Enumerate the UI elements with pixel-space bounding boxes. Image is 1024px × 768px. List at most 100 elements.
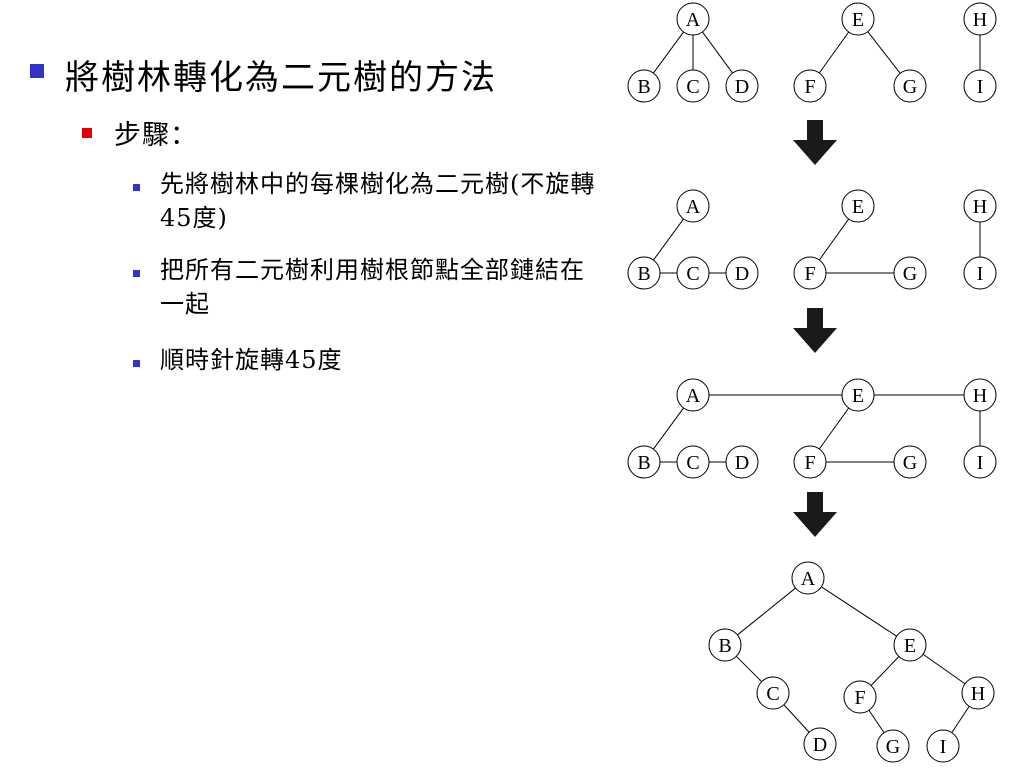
down-arrow-icon (793, 492, 837, 537)
node-label: F (854, 687, 865, 709)
node-circle (893, 628, 927, 662)
node-circle (893, 256, 927, 290)
subheading: 步驟： (114, 120, 198, 151)
node-circle (841, 2, 875, 36)
down-arrow-icon (793, 120, 837, 165)
step-bullet (133, 184, 140, 191)
node-I: I (963, 445, 997, 479)
node-label: H (973, 196, 987, 218)
node-circle (725, 256, 759, 290)
node-C: C (676, 69, 710, 103)
node-circle (676, 378, 710, 412)
node-label: D (735, 76, 749, 98)
node-G: G (893, 69, 927, 103)
node-D: D (803, 727, 837, 761)
step-1: 先將樹林中的每棵樹化為二元樹(不旋轉45度) (160, 170, 596, 232)
node-circle (841, 378, 875, 412)
node-circle (803, 727, 837, 761)
node-circle (791, 561, 825, 595)
node-circle (756, 676, 790, 710)
node-label: C (766, 683, 779, 705)
node-H: H (963, 2, 997, 36)
node-label: H (973, 9, 987, 31)
node-circle (676, 189, 710, 223)
step-bullet (133, 360, 140, 367)
node-label: E (852, 196, 864, 218)
node-circle (793, 445, 827, 479)
node-label: D (813, 734, 827, 756)
node-F: F (793, 69, 827, 103)
node-E: E (841, 378, 875, 412)
node-label: I (977, 263, 984, 285)
node-label: G (903, 452, 917, 474)
step-3: 順時針旋轉45度 (160, 346, 343, 374)
edge-A-B (737, 587, 796, 636)
node-G: G (893, 256, 927, 290)
node-circle (793, 69, 827, 103)
node-label: G (903, 263, 917, 285)
node-circle (725, 445, 759, 479)
node-D: D (725, 256, 759, 290)
node-label: E (852, 385, 864, 407)
node-B: B (627, 256, 661, 290)
edge-E-F (870, 656, 900, 686)
node-I: I (963, 256, 997, 290)
node-E: E (841, 2, 875, 36)
node-circle (841, 189, 875, 223)
node-label: B (718, 635, 731, 657)
node-circle (627, 445, 661, 479)
subheading-bullet (82, 128, 92, 138)
node-circle (676, 69, 710, 103)
node-label: A (686, 9, 701, 31)
node-H: H (963, 378, 997, 412)
node-B: B (708, 628, 742, 662)
node-label: H (971, 683, 985, 705)
node-F: F (793, 256, 827, 290)
node-circle (961, 676, 995, 710)
node-circle (926, 729, 960, 763)
node-label: F (804, 76, 815, 98)
node-label: I (977, 76, 984, 98)
node-circle (893, 445, 927, 479)
node-circle (676, 256, 710, 290)
node-label: C (686, 76, 699, 98)
node-label: E (852, 9, 864, 31)
heading-bullet (30, 64, 44, 78)
node-label: F (804, 263, 815, 285)
edge-C-D (783, 704, 810, 733)
node-circle (963, 256, 997, 290)
node-label: B (637, 452, 650, 474)
node-circle (627, 256, 661, 290)
edge-E-F (818, 31, 850, 74)
node-circle (676, 445, 710, 479)
node-G: G (876, 729, 910, 763)
node-circle (963, 378, 997, 412)
down-arrow-icon (793, 308, 837, 353)
node-circle (963, 189, 997, 223)
node-label: E (904, 635, 916, 657)
node-D: D (725, 445, 759, 479)
node-label: D (735, 263, 749, 285)
node-A: A (791, 561, 825, 595)
node-label: I (977, 452, 984, 474)
node-label: C (686, 263, 699, 285)
node-A: A (676, 378, 710, 412)
edge-A-B (653, 31, 684, 74)
node-E: E (841, 189, 875, 223)
node-circle (893, 69, 927, 103)
node-label: A (801, 568, 816, 590)
node-label: H (973, 385, 987, 407)
node-H: H (961, 676, 995, 710)
node-label: B (637, 263, 650, 285)
edge-B-C (735, 655, 763, 683)
edge-E-F (818, 407, 850, 450)
heading: 將樹林轉化為二元樹的方法 (65, 58, 497, 98)
step-2: 把所有二元樹利用樹根節點全部鏈結在一起 (160, 256, 585, 318)
node-B: B (627, 69, 661, 103)
node-F: F (793, 445, 827, 479)
node-circle (963, 2, 997, 36)
edge-E-F (818, 218, 850, 261)
